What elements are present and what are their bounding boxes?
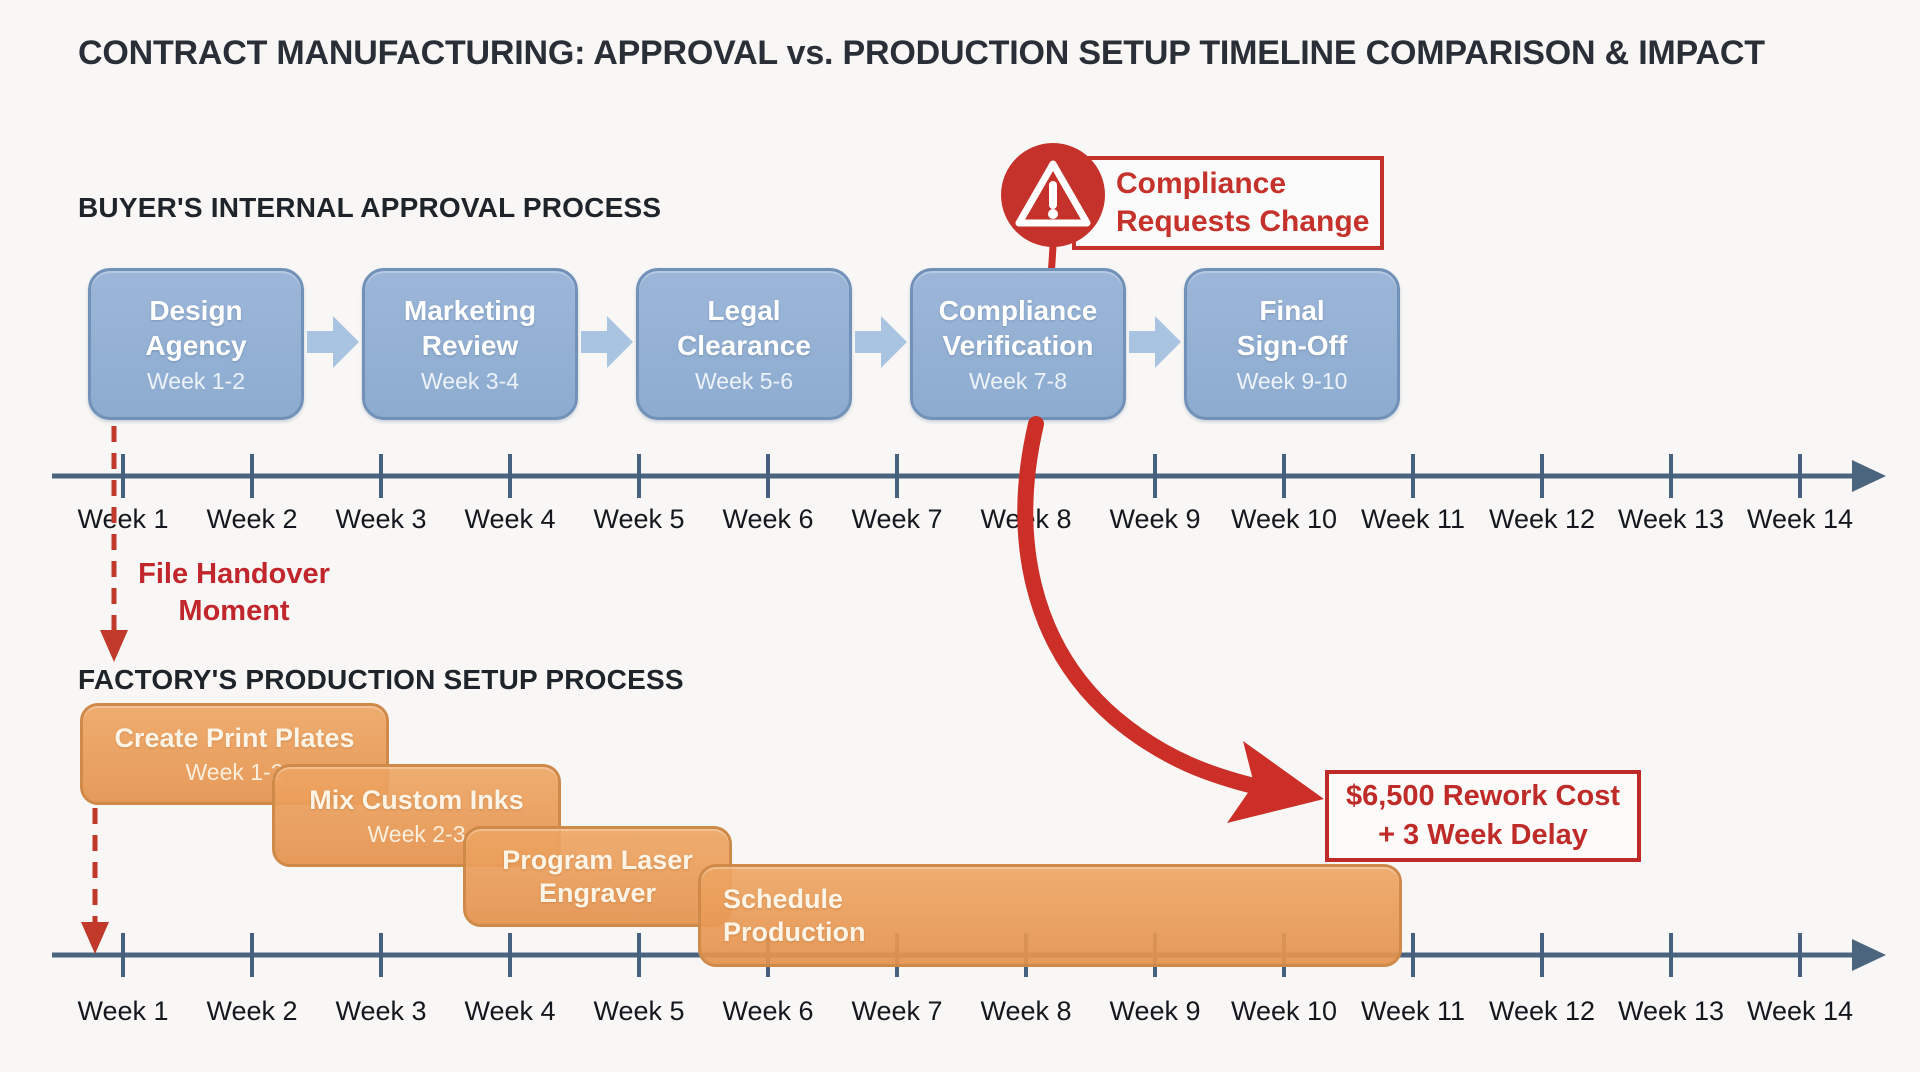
approval-step-final-sign-off: Final Sign-Off Week 9-10: [1184, 268, 1400, 420]
axis-week-label: Week 2: [206, 504, 298, 534]
factory-task-create-print-plates: Create Print Plates Week 1-2: [80, 703, 389, 805]
compliance-alert-line2: Requests Change: [1116, 205, 1370, 238]
flow-arrow-icon: [581, 316, 633, 368]
task-label: Create Print Plates: [114, 723, 355, 753]
axis-week-label: Week 6: [722, 504, 814, 534]
step-weeks: Week 9-10: [1236, 368, 1348, 394]
file-handover-label: File Handover Moment: [126, 556, 342, 630]
axis-week-label: Week 5: [593, 996, 685, 1026]
step-label: Final: [1259, 295, 1325, 326]
flow-arrow-icon: [307, 316, 359, 368]
axis-week-label: Week 13: [1617, 504, 1725, 534]
step-label: Legal: [707, 295, 781, 326]
task-weeks: Week 1-2: [185, 759, 284, 785]
axis-week-label: Week 8: [980, 504, 1072, 534]
flow-arrow-icon: [855, 316, 907, 368]
step-label: Marketing: [403, 295, 537, 326]
approval-step-marketing-review: Marketing Review Week 3-4: [362, 268, 578, 420]
axis-week-label: Week 10: [1230, 504, 1338, 534]
factory-task-schedule-production: Schedule Production: [698, 864, 1402, 967]
step-weeks: Week 3-4: [420, 368, 519, 394]
task-label: Program Laser: [502, 844, 693, 875]
page-title: CONTRACT MANUFACTURING: APPROVAL vs. PRO…: [78, 34, 1765, 72]
file-handover-line2: Moment: [178, 595, 290, 627]
axis-arrowhead: [1852, 939, 1886, 971]
axis-week-label: Week 1: [77, 504, 169, 534]
compliance-alert-line1: Compliance: [1116, 167, 1287, 200]
step-label: Compliance: [938, 295, 1098, 326]
axis-week-label: Week 11: [1360, 996, 1466, 1026]
axis-week-label: Week 6: [722, 996, 814, 1026]
approval-section-heading: BUYER'S INTERNAL APPROVAL PROCESS: [78, 192, 662, 223]
axis-week-label: Week 13: [1617, 996, 1725, 1026]
axis-week-label: Week 11: [1360, 504, 1466, 534]
compliance-alert-box: Compliance Requests Change: [1072, 156, 1384, 250]
axis-week-label: Week 1: [77, 996, 169, 1026]
step-weeks: Week 1-2: [146, 368, 245, 394]
step-label: Design: [149, 295, 243, 326]
axis-week-label: Week 4: [464, 996, 556, 1026]
warning-badge: [1001, 143, 1105, 247]
axis-week-label: Week 3: [335, 504, 427, 534]
step-label: Review: [421, 330, 519, 361]
axis-arrowhead: [1852, 460, 1886, 492]
rework-cost-line1: $6,500 Rework Cost: [1345, 780, 1620, 812]
axis-week-label: Week 4: [464, 504, 556, 534]
rework-delay-line2: + 3 Week Delay: [1378, 819, 1588, 851]
axis-week-label: Week 5: [593, 504, 685, 534]
axis-week-label: Week 2: [206, 996, 298, 1026]
step-weeks: Week 7-8: [968, 368, 1067, 394]
axis-week-label: Week 7: [851, 996, 943, 1026]
step-label: Agency: [145, 330, 247, 361]
axis-week-label: Week 12: [1488, 996, 1596, 1026]
dashed-handover-arrow: [100, 426, 128, 662]
approval-step-legal-clearance: Legal Clearance Week 5-6: [636, 268, 852, 420]
warning-icon: [1015, 160, 1091, 227]
dashed-handover-arrow: [81, 808, 109, 954]
step-label: Sign-Off: [1236, 330, 1348, 361]
task-label: Production: [723, 916, 866, 947]
task-weeks: Week 2-3: [367, 820, 466, 847]
task-label: Engraver: [538, 877, 657, 908]
curved-impact-arrow: [1017, 416, 1324, 823]
step-label: Clearance: [677, 330, 811, 361]
axis-week-label: Week 9: [1109, 996, 1201, 1026]
step-weeks: Week 5-6: [694, 368, 793, 394]
axis-week-label: Week 3: [335, 996, 427, 1026]
flow-arrow-icon: [1129, 316, 1181, 368]
axis-week-label: Week 10: [1230, 996, 1338, 1026]
factory-section-heading: FACTORY'S PRODUCTION SETUP PROCESS: [78, 664, 684, 695]
task-label: Mix Custom Inks: [309, 784, 524, 815]
axis-week-label: Week 7: [851, 504, 943, 534]
rework-cost-box: $6,500 Rework Cost + 3 Week Delay: [1325, 770, 1641, 862]
axis-week-label: Week 14: [1746, 504, 1854, 534]
approval-step-compliance-verification: Compliance Verification Week 7-8: [910, 268, 1126, 420]
file-handover-line1: File Handover: [138, 558, 330, 590]
task-label: Schedule: [723, 883, 844, 914]
step-label: Verification: [942, 330, 1094, 361]
axis-week-label: Week 12: [1488, 504, 1596, 534]
axis-week-label: Week 14: [1746, 996, 1854, 1026]
axis-week-label: Week 8: [980, 996, 1072, 1026]
factory-task-program-laser-engraver: Program Laser Engraver: [463, 826, 732, 927]
approval-step-design-agency: Design Agency Week 1-2: [88, 268, 304, 420]
axis-week-label: Week 9: [1109, 504, 1201, 534]
